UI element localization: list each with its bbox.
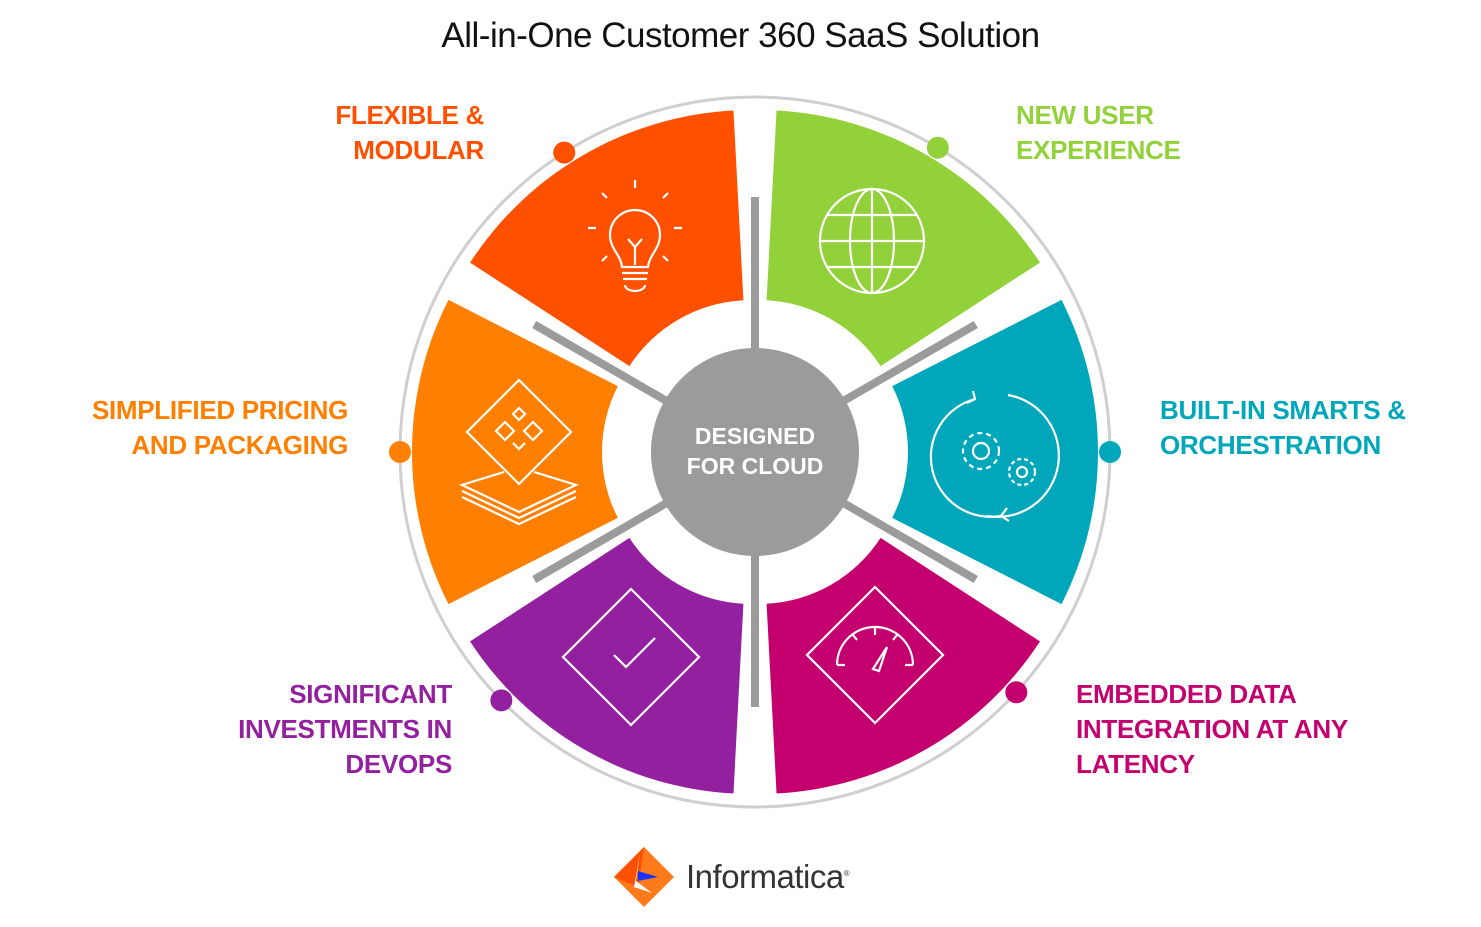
segment-label-line: SIGNIFICANT	[289, 679, 452, 709]
segment-label-line: NEW USER	[1016, 100, 1154, 130]
speedometer-icon	[805, 585, 945, 725]
segment-new-ux	[766, 110, 1040, 367]
informatica-logo: Informatica®	[612, 845, 850, 909]
layers-icon	[458, 378, 580, 526]
connector-bar	[839, 498, 978, 583]
center-circle	[651, 348, 859, 556]
page-title: All-in-One Customer 360 SaaS Solution	[441, 16, 1040, 55]
label-flexible: FLEXIBLE & MODULAR	[335, 98, 484, 168]
marker-dot-flexible	[553, 141, 576, 164]
connector-bar	[532, 498, 671, 583]
segment-label-line: ORCHESTRATION	[1160, 430, 1381, 460]
logo-text: Informatica	[686, 858, 844, 895]
marker-dot-new-ux	[926, 136, 949, 159]
segment-devops	[470, 537, 744, 794]
lightbulb-icon	[588, 180, 682, 293]
segment-label-line: AND PACKAGING	[131, 430, 348, 460]
marker-dot-devops	[490, 689, 513, 712]
informatica-logo-mark	[614, 847, 674, 907]
marker-dot-embedded	[1005, 681, 1028, 704]
segment-pricing	[412, 299, 618, 605]
registered-mark: ®	[843, 869, 850, 878]
marker-dot-smarts	[1099, 441, 1121, 463]
segment-label-line: MODULAR	[353, 135, 484, 165]
connectors	[532, 197, 978, 707]
checkmark-diamond-icon	[561, 587, 701, 727]
segment-label-line: SIMPLIFIED PRICING	[91, 395, 348, 425]
segment-label-line: EXPERIENCE	[1016, 135, 1181, 165]
segment-flexible	[470, 110, 744, 367]
segment-label-line: LATENCY	[1076, 749, 1195, 779]
segment-label-line: DEVOPS	[345, 749, 452, 779]
segment-embedded	[766, 537, 1040, 794]
globe-icon	[818, 187, 926, 295]
label-smarts: BUILT-IN SMARTS & ORCHESTRATION	[1160, 393, 1406, 463]
segment-label-line: INTEGRATION AT ANY	[1076, 714, 1348, 744]
segment-smarts	[892, 299, 1098, 605]
gears-cycle-icon	[929, 390, 1060, 522]
label-embedded: EMBEDDED DATA INTEGRATION AT ANY LATENCY	[1076, 677, 1348, 782]
connector-bar	[532, 321, 671, 406]
segment-label-line: BUILT-IN SMARTS &	[1160, 395, 1406, 425]
segment-label-line: FLEXIBLE &	[335, 100, 484, 130]
segment-label-line: EMBEDDED DATA	[1076, 679, 1297, 709]
center-label-line1: DESIGNED	[695, 423, 815, 449]
center-label-line2: FOR CLOUD	[687, 453, 824, 479]
connector-bar	[839, 321, 978, 406]
segment-label-line: INVESTMENTS IN	[238, 714, 452, 744]
label-devops: SIGNIFICANT INVESTMENTS IN DEVOPS	[238, 677, 452, 782]
label-new-ux: NEW USER EXPERIENCE	[1016, 98, 1181, 168]
marker-dot-pricing	[389, 441, 411, 463]
label-pricing: SIMPLIFIED PRICING AND PACKAGING	[92, 393, 348, 463]
